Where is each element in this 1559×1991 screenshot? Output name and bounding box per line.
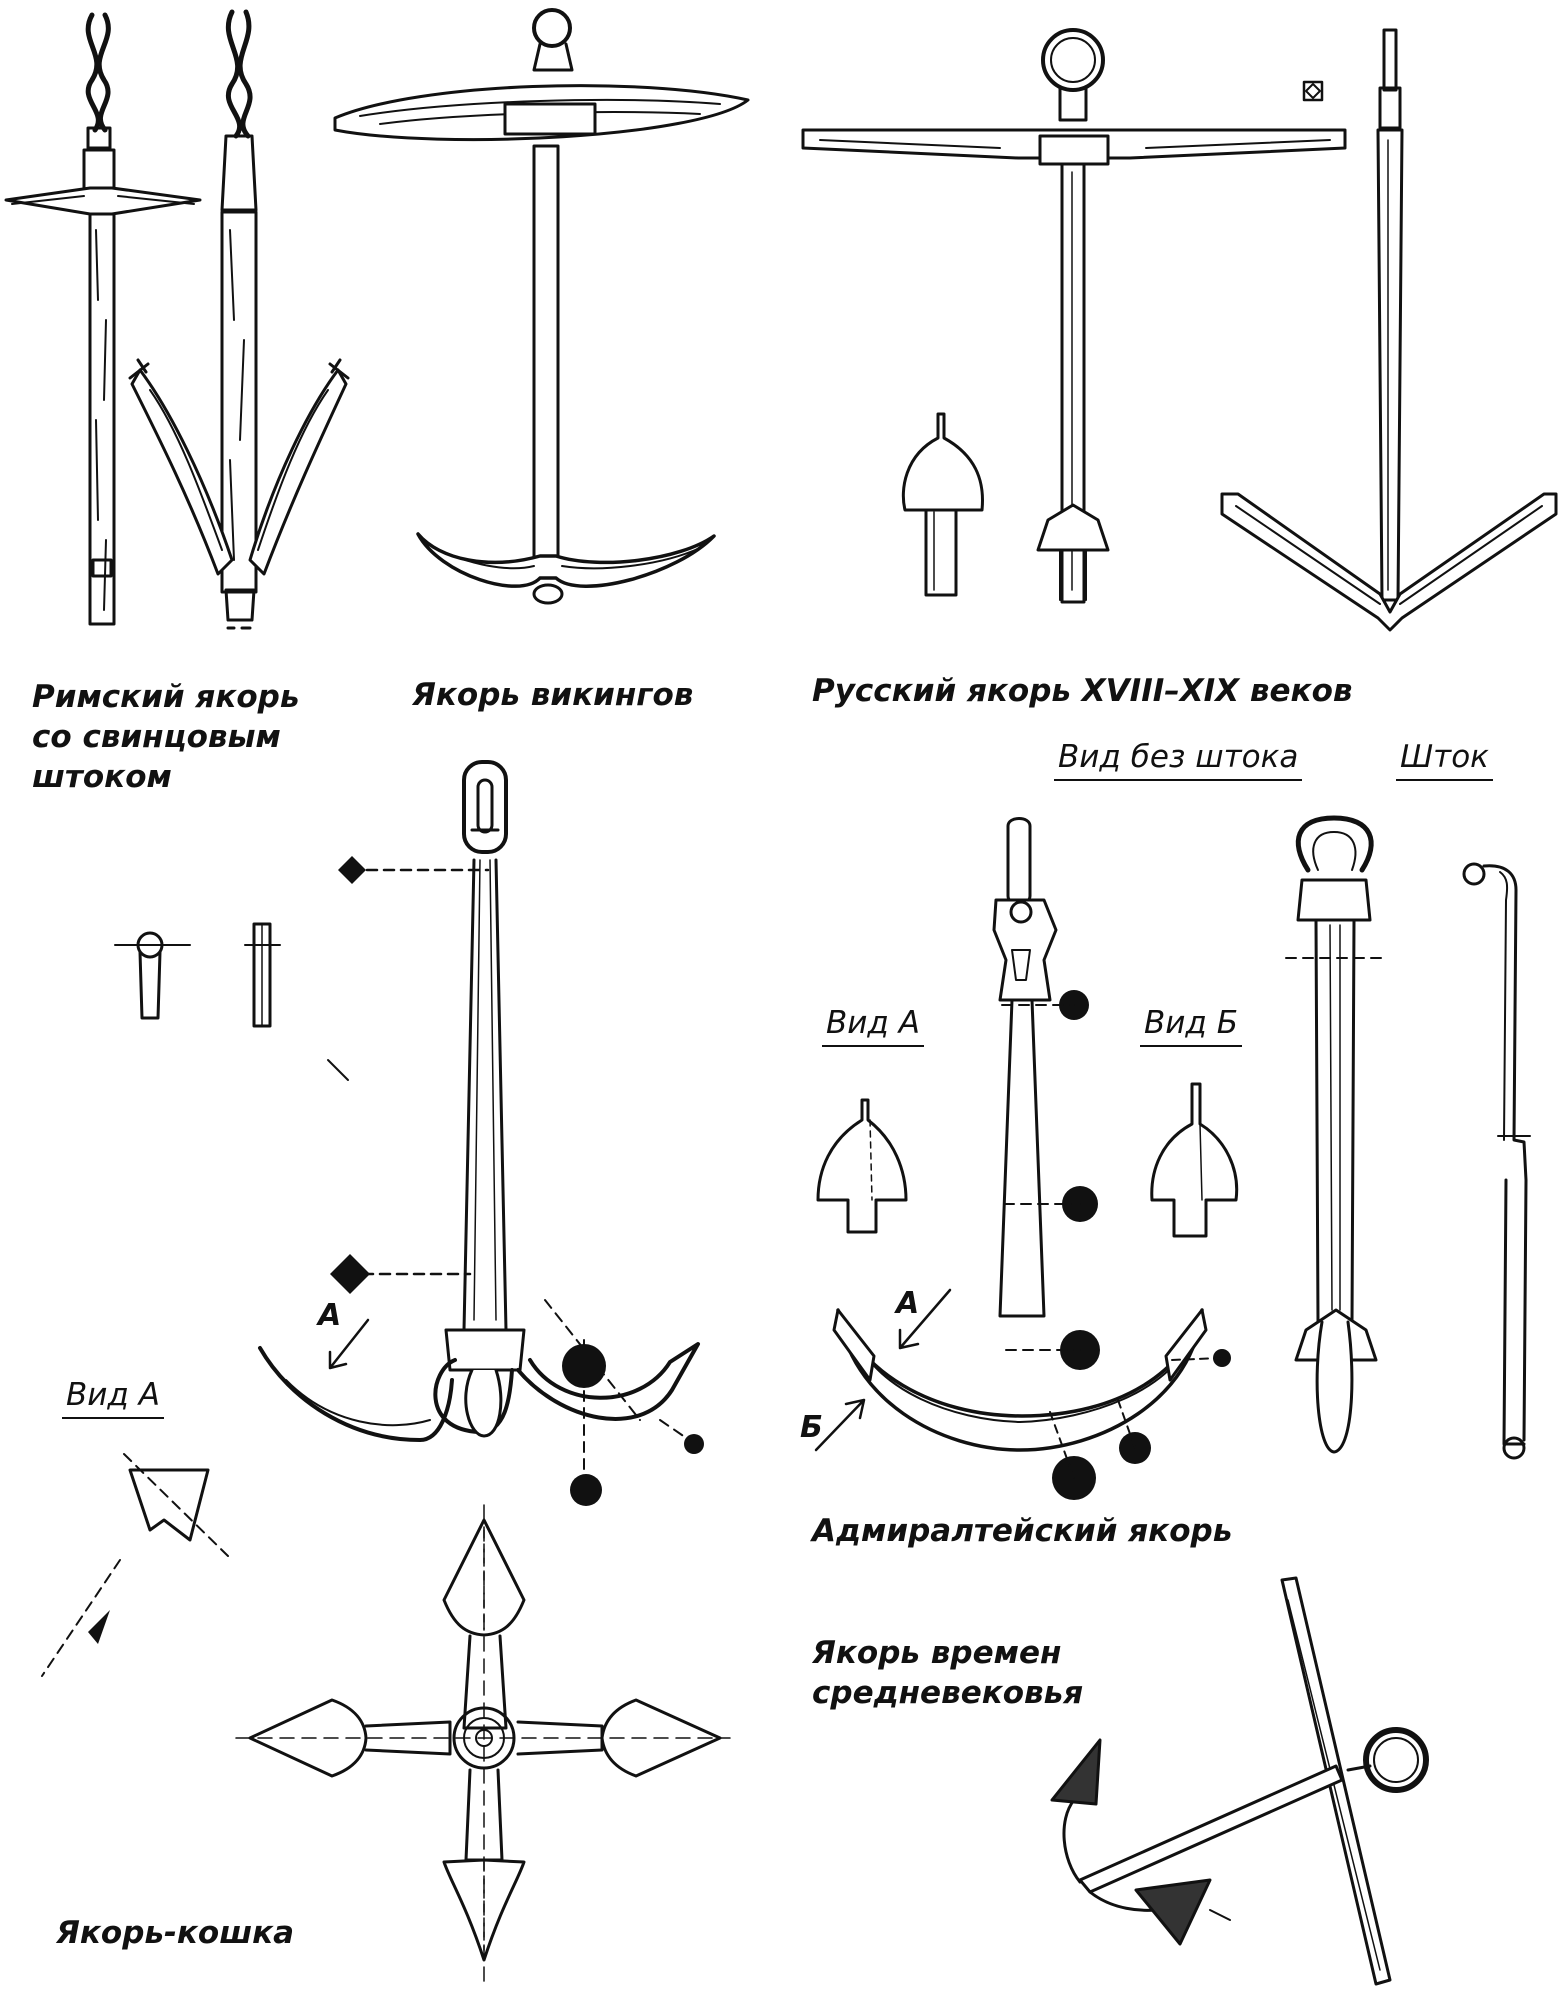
- caption-roman-line3: штоком: [32, 759, 172, 795]
- label-admiralty-view-b: Вид Б: [1140, 1004, 1242, 1047]
- letter-a-admiralty: А: [896, 1286, 920, 1321]
- label-admiralty-view-a: Вид А: [822, 1004, 924, 1047]
- label-grapnel-view-a: Вид А: [62, 1376, 164, 1419]
- caption-roman-line1: Римский якорь: [32, 679, 300, 715]
- admiralty-anchor: [814, 817, 1223, 1479]
- caption-medieval-line2: средневековья: [812, 1675, 1084, 1711]
- caption-admiralty: Адмиралтейский якорь: [812, 1513, 1233, 1549]
- label-stock: Шток: [1396, 738, 1493, 781]
- admiralty-side-view: [1285, 815, 1385, 1454]
- detail-views-small: [114, 922, 281, 1028]
- grapnel-view-a: [41, 1453, 229, 1677]
- caption-russian: Русский якорь XVIII–XIX веков: [812, 673, 1353, 709]
- russian-anchor-front: [801, 28, 1347, 604]
- grapnel-anchor-top: [235, 1504, 731, 1986]
- caption-grapnel: Якорь-кошка: [56, 1915, 295, 1951]
- viking-anchor: [333, 8, 750, 605]
- grapnel-anchor-side: [258, 760, 700, 1491]
- letter-b-admiralty: Б: [800, 1410, 823, 1445]
- russian-anchor-side: [1220, 28, 1558, 632]
- admiralty-stock: [1462, 862, 1531, 1460]
- label-view-no-stock: Вид без штока: [1054, 738, 1303, 781]
- roman-anchor-front: [4, 12, 202, 626]
- russian-fluke-view: [901, 412, 985, 597]
- admiralty-view-b-shape: [1150, 1082, 1239, 1238]
- letter-a-grapnel: А: [318, 1298, 342, 1333]
- caption-medieval-line1: Якорь времен: [812, 1635, 1062, 1671]
- caption-viking: Якорь викингов: [412, 677, 694, 713]
- medieval-anchor: [1050, 1576, 1429, 1986]
- roman-anchor-side: [128, 9, 350, 630]
- admiralty-view-a-shape: [816, 1098, 908, 1234]
- caption-roman-line2: со свинцовым: [32, 719, 281, 755]
